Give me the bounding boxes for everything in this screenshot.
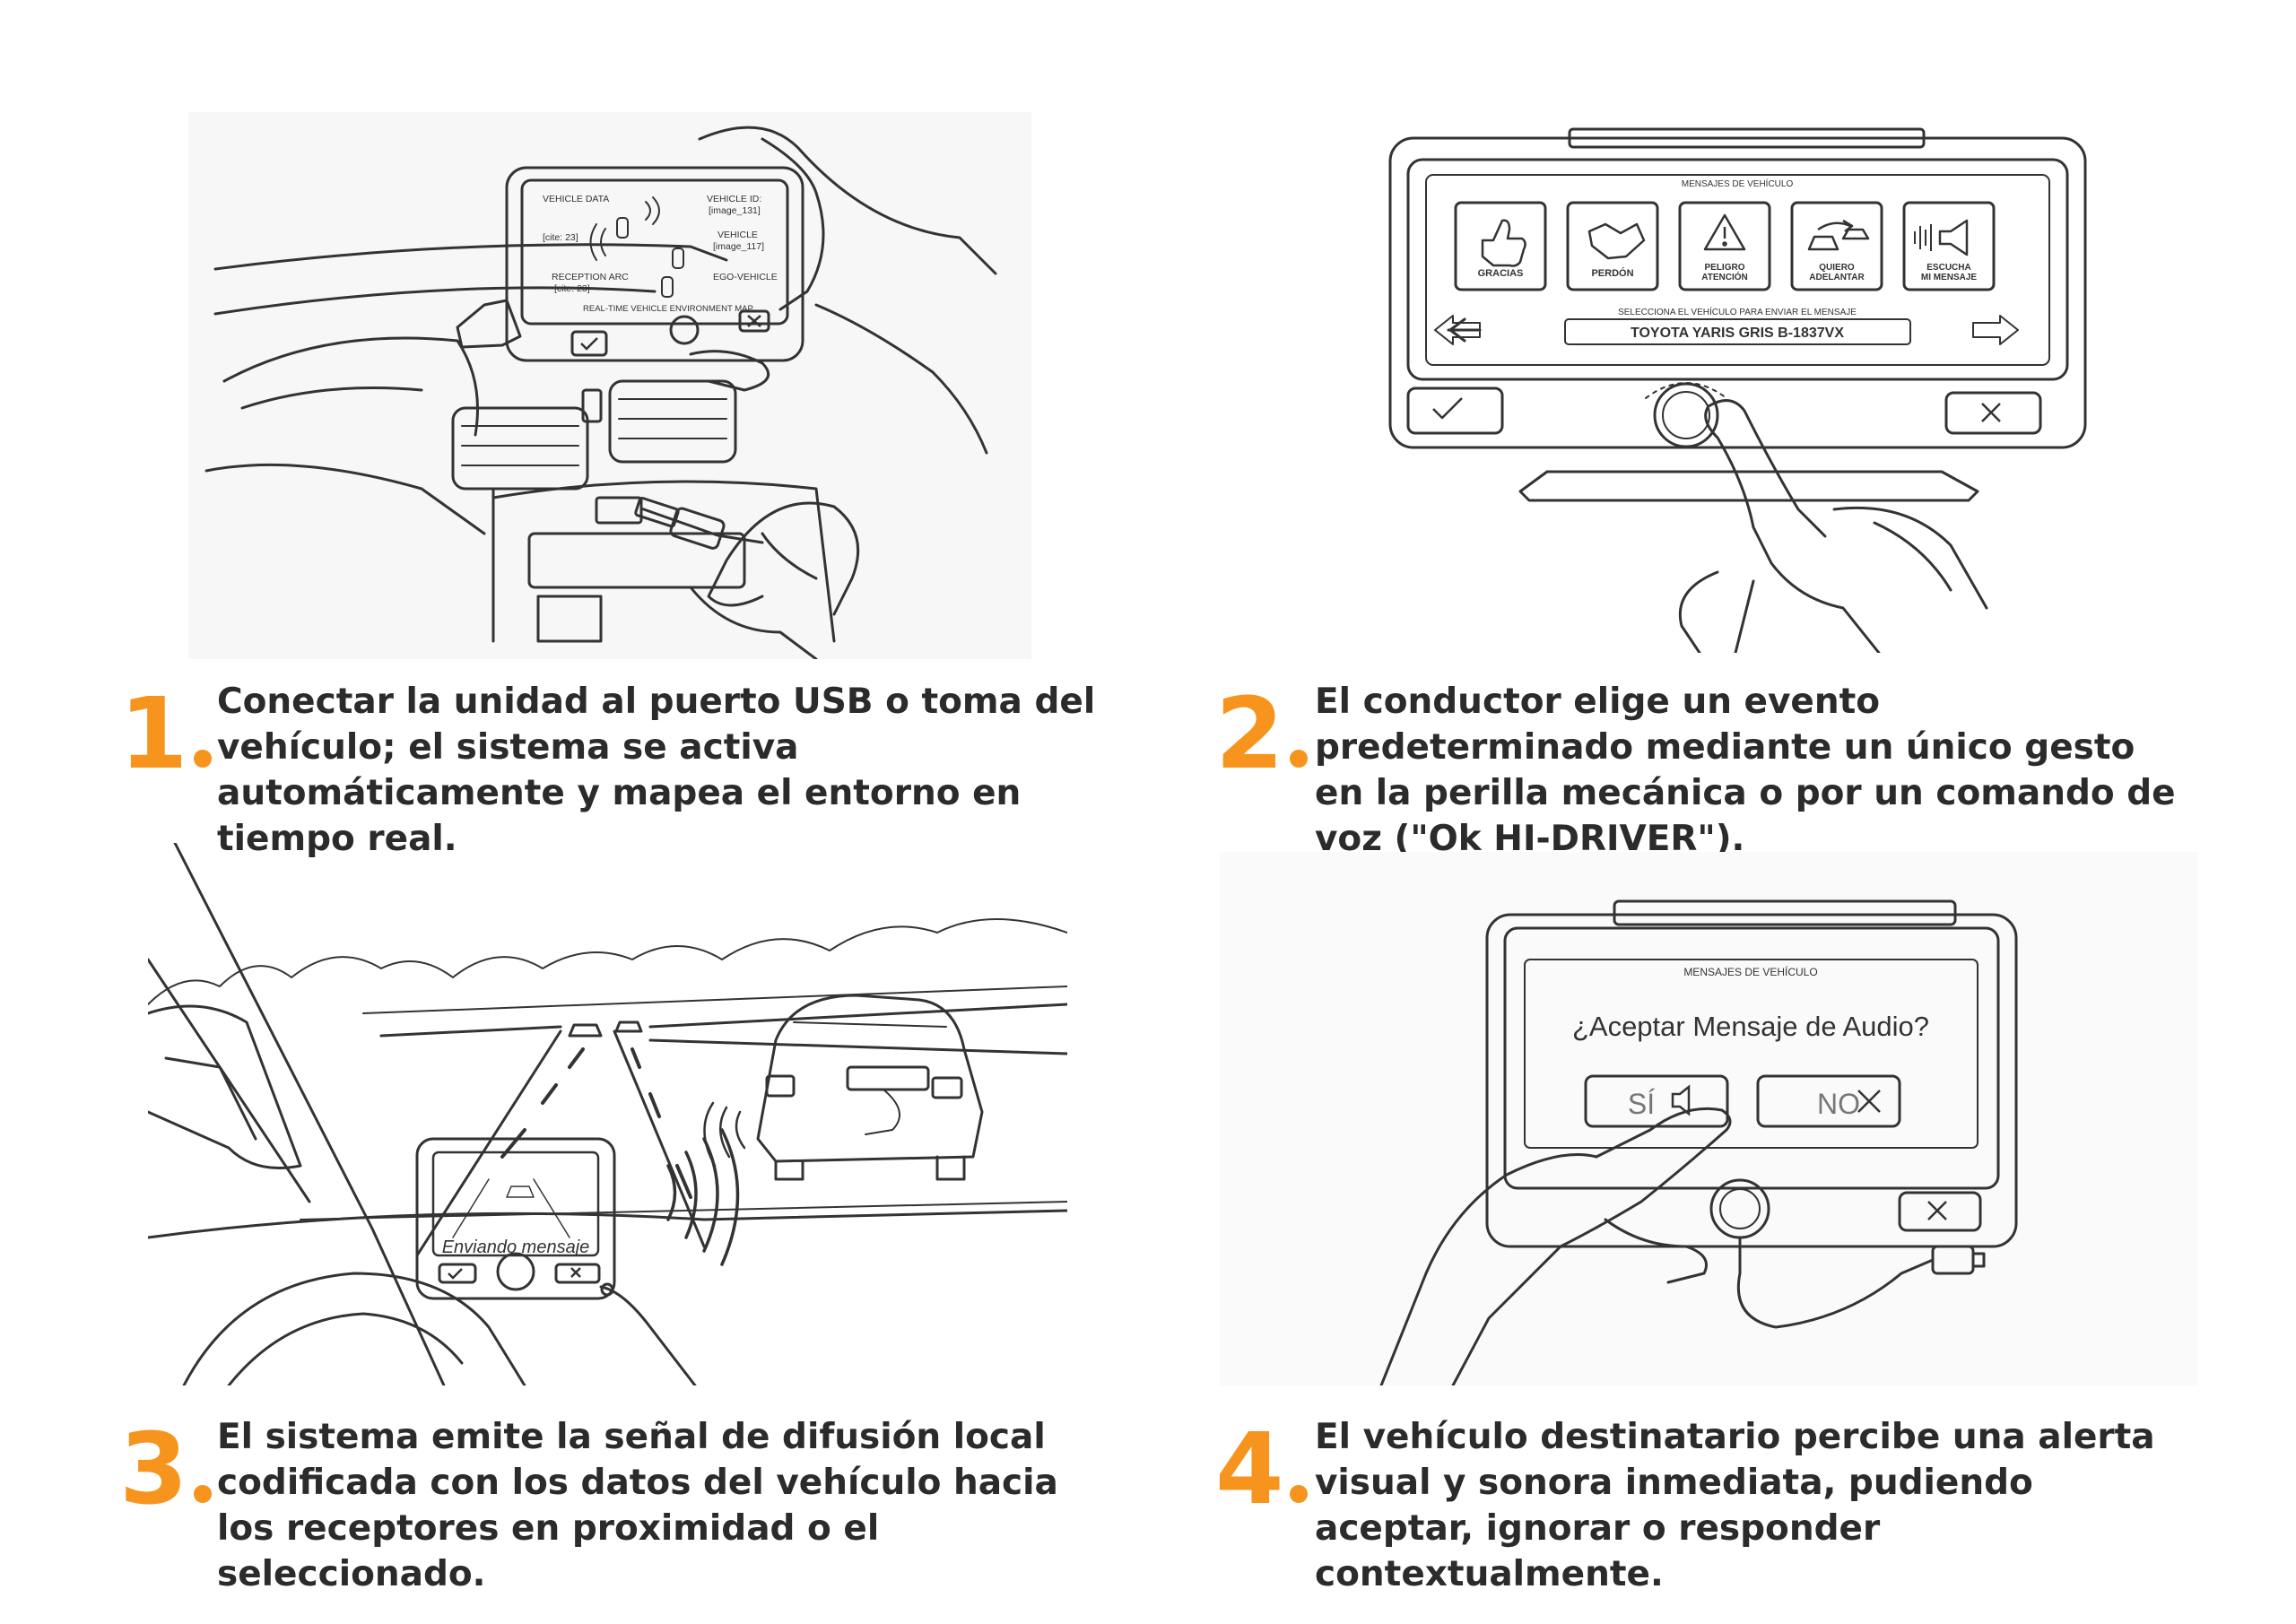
arrow-right-icon[interactable] <box>1972 315 2019 345</box>
panel-4-illustration: MENSAJES DE VEHÍCULO ¿Aceptar Mensaje de… <box>1220 852 2197 1385</box>
label-map-caption: REAL-TIME VEHICLE ENVIRONMENT MAP <box>583 304 753 314</box>
step-2-number: 2 <box>1215 684 1308 783</box>
select-vehicle-label: SELECCIONA EL VEHÍCULO PARA ENVIAR EL ME… <box>1618 306 1857 317</box>
label-vehicle-data: VEHICLE DATA <box>543 194 609 204</box>
check-icon[interactable] <box>580 337 598 351</box>
label-vehicle-id: VEHICLE ID: <box>707 194 761 204</box>
megaphone-icon <box>1938 219 1969 256</box>
panel4-header: MENSAJES DE VEHÍCULO <box>1683 965 1817 978</box>
panel-1-illustration: VEHICLE DATA VEHICLE ID: [image_131] [ci… <box>188 112 1031 659</box>
warning-icon <box>1703 213 1746 251</box>
check-icon[interactable] <box>448 1268 463 1280</box>
label-vehicle-id-ref: [image_131] <box>709 205 761 216</box>
step-3-number: 3 <box>119 1420 212 1518</box>
no-button[interactable] <box>1756 1074 1901 1128</box>
step-4-number: 4 <box>1215 1420 1308 1518</box>
yes-label[interactable]: SÍ <box>1628 1088 1655 1120</box>
thumbs-up-icon <box>1481 219 1526 267</box>
panel2-header: MENSAJES DE VEHÍCULO <box>1682 178 1794 189</box>
msg-button-gracias[interactable]: GRACIAS <box>1478 268 1524 279</box>
msg-button-perdon[interactable]: PERDÓN <box>1591 267 1633 279</box>
step-4-text: El vehículo destinatario percibe una ale… <box>1315 1417 2155 1594</box>
close-icon[interactable] <box>747 315 761 327</box>
speaker-icon <box>1671 1084 1691 1116</box>
label-vehicle: VEHICLE <box>718 230 758 240</box>
label-cite-1: [cite: 23] <box>543 232 578 243</box>
accept-audio-question: ¿Aceptar Mensaje de Audio? <box>1572 1011 1929 1042</box>
step-3-text: El sistema emite la señal de difusión lo… <box>217 1417 1058 1594</box>
step-2-text: El conductor elige un evento predetermin… <box>1315 682 2176 859</box>
close-icon[interactable] <box>1927 1201 1947 1220</box>
check-icon[interactable] <box>1432 397 1463 420</box>
label-reception-arc: RECEPTION ARC <box>552 272 629 282</box>
panel-3-illustration: Enviando mensaje <box>148 843 1067 1385</box>
device-status-text: Enviando mensaje <box>442 1238 590 1257</box>
handshake-icon <box>1587 222 1646 260</box>
label-vehicle-ref: [image_117] <box>713 241 764 252</box>
selected-vehicle[interactable]: TOYOTA YARIS GRIS B-1837VX <box>1631 326 1844 341</box>
close-icon[interactable] <box>1857 1090 1881 1113</box>
close-icon[interactable] <box>570 1267 581 1278</box>
step-1-text: Conectar la unidad al puerto USB o toma … <box>217 682 1096 859</box>
label-ego-vehicle: EGO-VEHICLE <box>713 272 778 282</box>
panel-2-illustration: MENSAJES DE VEHÍCULO GRACIAS PERDÓN PELI… <box>1377 124 2112 653</box>
label-cite-2: [cite: 23] <box>554 283 590 294</box>
close-icon[interactable] <box>1981 403 2001 422</box>
no-label[interactable]: NO <box>1817 1088 1860 1120</box>
step-1-number: 1 <box>119 684 212 783</box>
